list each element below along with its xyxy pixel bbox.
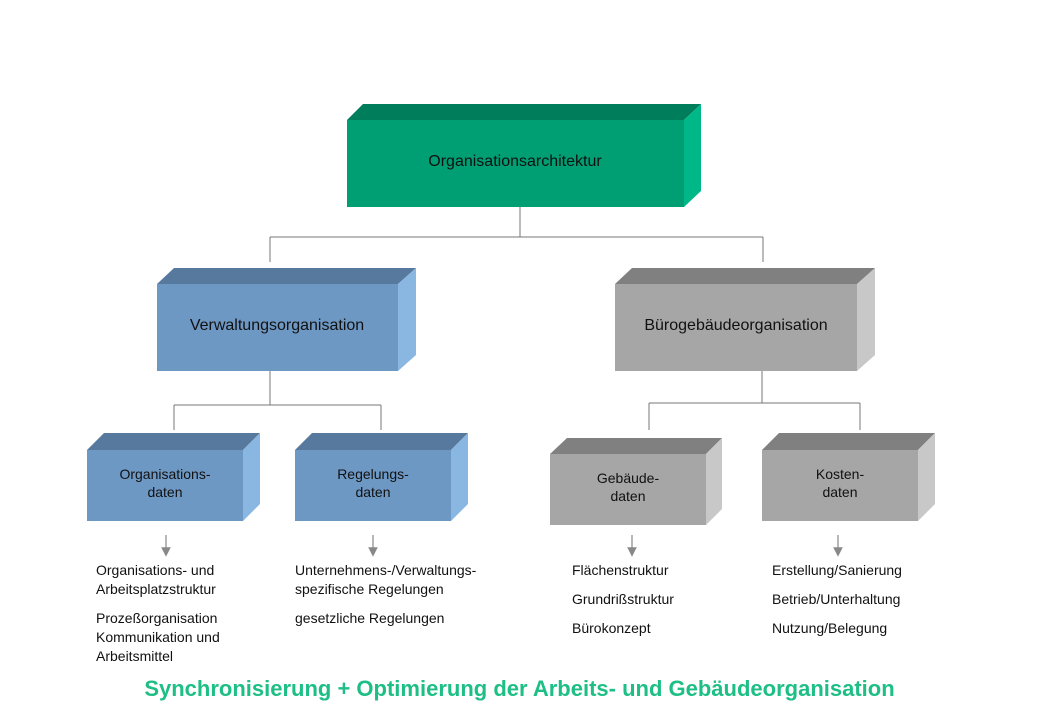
branch-label: Verwaltungsorganisation xyxy=(190,317,364,334)
box-organisationsdaten: Organisations- daten xyxy=(87,433,260,521)
box-label: Kosten- xyxy=(816,466,865,482)
box-label: daten xyxy=(610,488,645,504)
box-regelungsdaten: Regelungs- daten xyxy=(295,433,468,521)
connectors xyxy=(173,207,861,430)
box-gebaeudedaten: Gebäude- daten xyxy=(550,438,722,525)
box-organisationsarchitektur: Organisationsarchitektur xyxy=(347,104,701,207)
box-label: daten xyxy=(147,484,182,500)
list-regelungsdaten: Unternehmens-/Verwaltungs-spezifische Re… xyxy=(295,561,505,638)
list-item: Prozeßorganisation Kommunikation und Arb… xyxy=(96,610,220,664)
list-item: Betrieb/Unterhaltung xyxy=(772,591,901,607)
box-label: daten xyxy=(355,484,390,500)
box-label: Organisations- xyxy=(119,466,210,482)
list-item: Erstellung/Sanierung xyxy=(772,562,902,578)
box-kostendaten: Kosten- daten xyxy=(762,433,935,521)
box-label: daten xyxy=(822,484,857,500)
list-item: gesetzliche Regelungen xyxy=(295,610,445,626)
arrows xyxy=(161,535,843,557)
list-item: Organisations- und Arbeitsplatzstruktur xyxy=(96,562,216,597)
list-gebaeudedaten: Flächenstruktur Grundrißstruktur Bürokon… xyxy=(572,561,732,648)
list-kostendaten: Erstellung/Sanierung Betrieb/Unterhaltun… xyxy=(772,561,952,648)
list-item: Nutzung/Belegung xyxy=(772,620,888,636)
box-verwaltungsorganisation: Verwaltungsorganisation xyxy=(157,268,416,371)
list-item: Bürokonzept xyxy=(572,620,651,636)
box-label: Regelungs- xyxy=(337,466,409,482)
list-item: Unternehmens-/Verwaltungs-spezifische Re… xyxy=(295,562,477,597)
box-buerogebaeudeorganisation: Bürogebäudeorganisation xyxy=(615,268,875,371)
list-organisationsdaten: Organisations- und Arbeitsplatzstruktur … xyxy=(96,561,246,676)
list-item: Grundrißstruktur xyxy=(572,591,674,607)
list-item: Flächenstruktur xyxy=(572,562,669,578)
root-label: Organisationsarchitektur xyxy=(428,153,602,170)
box-label: Gebäude- xyxy=(597,470,660,486)
footer-title: Synchronisierung + Optimierung der Arbei… xyxy=(144,676,895,701)
branch-label: Bürogebäudeorganisation xyxy=(644,317,827,334)
